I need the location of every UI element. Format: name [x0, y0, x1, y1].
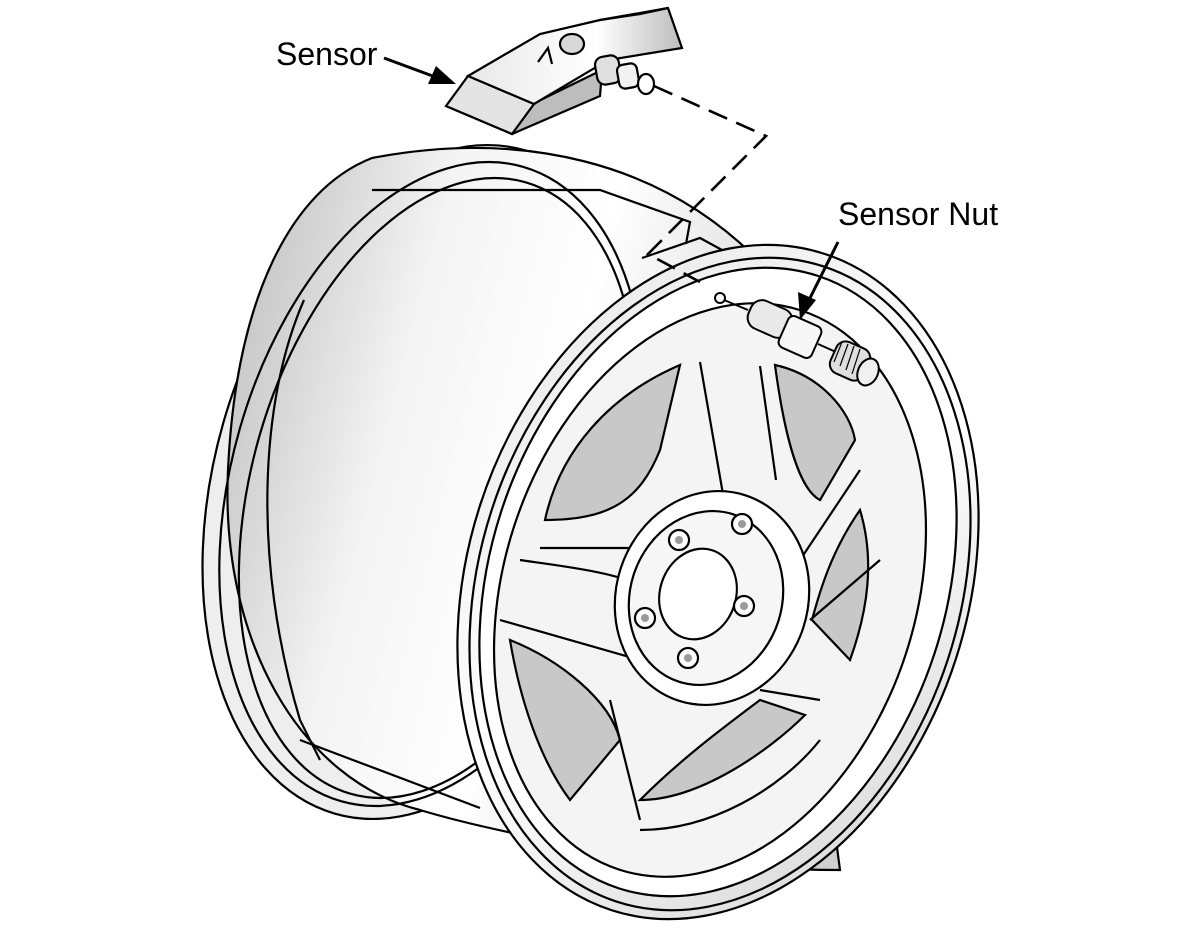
valve-hole-dot: [714, 292, 726, 304]
spoke-windows: [508, 363, 870, 802]
spoke-window-4: [508, 638, 622, 802]
sensor-nut: [777, 315, 823, 359]
spoke-line-8: [608, 699, 642, 821]
spoke-line-10: [639, 739, 821, 832]
sensor-leader-line: [383, 56, 439, 80]
spoke-line-7: [499, 618, 641, 662]
sensor-leader: [383, 56, 456, 84]
lug-hole-centers: [641, 520, 748, 662]
spoke-line-3: [698, 361, 726, 501]
sensor-ridge: [599, 6, 669, 22]
barrel-inner-edge: [266, 299, 321, 761]
spoke-line-5: [799, 469, 861, 561]
sensor-stem-end: [636, 72, 656, 96]
valve-axis-line: [723, 299, 749, 311]
spoke-line-9: [759, 688, 821, 702]
sensor-nut-arrowhead: [798, 292, 816, 320]
install-path-dashed: [645, 84, 769, 284]
spoke-window-2: [773, 363, 857, 502]
spoke-window-1: [543, 363, 682, 522]
sensor-stem-tip: [615, 62, 641, 90]
sensor-window: [558, 32, 586, 56]
valve-axis-line-2: [817, 343, 837, 353]
spoke-window-5: [637, 698, 808, 802]
sensor-detail-line: [537, 45, 554, 65]
sensor-arrowhead: [428, 66, 456, 84]
tpms-sensor: [444, 6, 684, 136]
spoke-window-3: [810, 507, 870, 663]
sensor-top-face: [465, 6, 684, 106]
spoke-line-6: [809, 559, 881, 621]
barrel-well-line: [372, 188, 692, 245]
valve-cap-knurl: [833, 341, 861, 375]
sensor-nut-leader: [798, 241, 840, 320]
wheel-face: [456, 243, 980, 921]
install-path: [645, 84, 769, 284]
sensor-nut-leader-line: [806, 241, 840, 303]
barrel-bottom-step: [299, 738, 481, 810]
sensor-label: Sensor: [276, 36, 378, 72]
valve-cap-end: [856, 357, 880, 387]
front-rim-lip: [468, 256, 972, 912]
sensor-nut-label: Sensor Nut: [838, 196, 999, 232]
spoke-line-4: [758, 365, 778, 481]
valve-stem-assembly: [714, 292, 880, 387]
